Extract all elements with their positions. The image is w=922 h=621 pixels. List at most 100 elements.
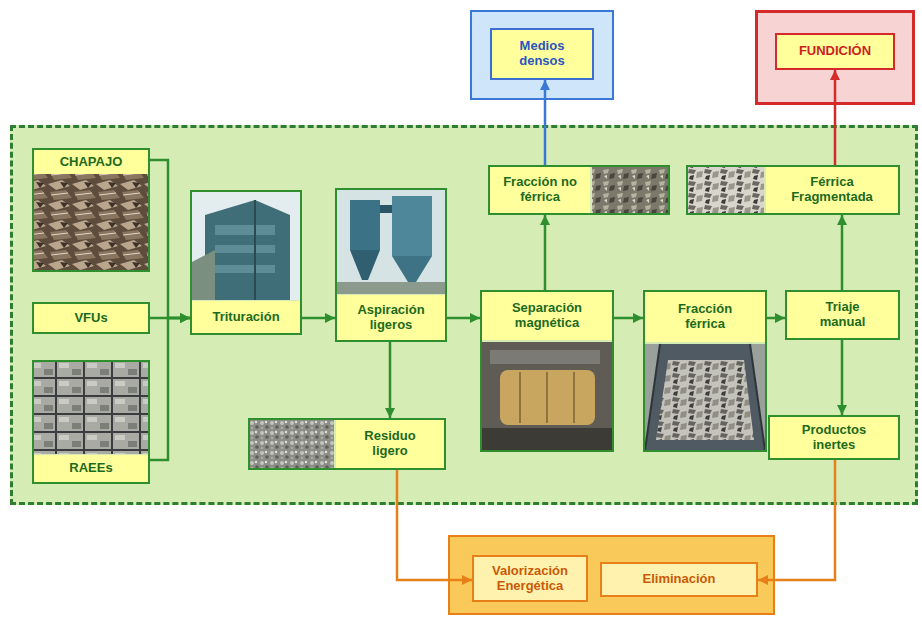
node-label: Fracción no férrica xyxy=(493,175,587,205)
ferrous-belt-photo xyxy=(750,344,765,450)
shredder-photo xyxy=(254,200,256,300)
nonferrous-photo xyxy=(592,167,668,213)
process-box: Aspiración ligeros xyxy=(335,188,447,342)
scrap-photo xyxy=(34,174,148,270)
text-area: Medios densos xyxy=(492,30,592,78)
output-box: Eliminación xyxy=(600,562,758,597)
fraction-box: Fracción no férrica xyxy=(488,165,670,215)
flow-arrow xyxy=(758,460,835,580)
fraction-box: Productos inertes xyxy=(768,415,900,460)
shredder-photo xyxy=(192,192,300,300)
text-area: Valorización Energética xyxy=(474,557,586,600)
process-box: Triaje manual xyxy=(785,290,900,340)
node-label: Residuo ligero xyxy=(348,429,432,459)
cyclone-photo xyxy=(350,200,380,250)
flow-arrow xyxy=(389,342,392,418)
flow-arrow xyxy=(544,215,547,290)
process-box: Trituración xyxy=(190,190,302,335)
text-area: Trituración xyxy=(192,301,300,333)
input-box: RAEEs xyxy=(32,360,150,484)
magnet-photo xyxy=(500,370,595,425)
node-label: Separación magnética xyxy=(485,301,609,331)
ferrous-belt-photo xyxy=(645,344,765,450)
text-area: Férrica Fragmentada xyxy=(766,167,898,213)
ferrous-belt-photo xyxy=(645,344,660,450)
shredder-photo xyxy=(192,192,300,300)
process-box: Separación magnética xyxy=(480,290,614,452)
text-area: RAEEs xyxy=(34,455,148,482)
shredder-photo xyxy=(215,245,275,253)
flow-arrow xyxy=(150,160,190,318)
node-label: CHAPAJO xyxy=(60,155,123,170)
cyclone-photo xyxy=(392,256,432,282)
text-area: Residuo ligero xyxy=(336,420,444,468)
text-area: CHAPAJO xyxy=(34,150,148,174)
flow-arrow xyxy=(302,317,335,320)
output-box: FUNDICIÓN xyxy=(775,33,895,70)
magnet-photo xyxy=(519,372,521,423)
magnet-photo xyxy=(482,428,612,450)
fraction-box: Férrica Fragmentada xyxy=(686,165,900,215)
flow-arrow xyxy=(841,340,844,415)
node-label: FUNDICIÓN xyxy=(799,44,871,59)
node-label: Aspiración ligeros xyxy=(340,303,442,333)
cyclone-photo xyxy=(380,205,392,213)
node-label: RAEEs xyxy=(69,461,112,476)
flow-arrow xyxy=(841,215,844,290)
magnet-photo xyxy=(490,350,600,364)
node-label: Valorización Energética xyxy=(477,564,583,594)
node-label: Férrica Fragmentada xyxy=(776,175,888,205)
weee-photo xyxy=(34,362,148,454)
text-area: Productos inertes xyxy=(770,417,898,458)
fraction-box: Residuo ligero xyxy=(248,418,446,470)
magnet-photo xyxy=(482,342,612,450)
fragmented-photo xyxy=(688,167,764,213)
shredder-photo xyxy=(215,265,275,273)
flow-arrow xyxy=(614,317,643,320)
flow-arrow xyxy=(834,70,837,165)
flow-arrow xyxy=(150,318,190,460)
fragmented-photo xyxy=(688,167,764,213)
node-label: Medios densos xyxy=(506,39,578,69)
magnet-photo xyxy=(482,342,612,450)
ferrous-belt-photo xyxy=(656,360,754,440)
light-residue-photo xyxy=(250,420,334,468)
cyclone-photo xyxy=(337,190,445,294)
cyclone-photo xyxy=(392,196,432,256)
light-residue-photo xyxy=(250,420,334,468)
text-area: VFUs xyxy=(34,304,148,332)
shredder-photo xyxy=(205,200,290,300)
flow-arrow xyxy=(397,470,472,580)
magnet-photo xyxy=(573,372,575,423)
weee-photo xyxy=(34,362,148,454)
scrap-photo xyxy=(34,174,148,270)
ferrous-belt-photo xyxy=(645,344,765,450)
flow-arrow xyxy=(767,317,785,320)
magnet-photo xyxy=(546,372,548,423)
text-area: Separación magnética xyxy=(482,292,612,340)
nonferrous-photo xyxy=(592,167,668,213)
text-area: Fracción no férrica xyxy=(490,167,590,213)
output-box: Medios densos xyxy=(490,28,594,80)
node-label: Triaje manual xyxy=(809,300,876,330)
cyclone-photo xyxy=(337,282,445,294)
input-box: CHAPAJO xyxy=(32,148,150,272)
flow-arrow xyxy=(447,317,480,320)
flow-arrow xyxy=(544,80,547,165)
cyclone-photo xyxy=(337,190,445,294)
cyclone-photo xyxy=(350,250,380,280)
input-box: VFUs xyxy=(32,302,150,334)
text-area: Aspiración ligeros xyxy=(337,295,445,340)
node-label: Productos inertes xyxy=(792,423,876,453)
text-area: Triaje manual xyxy=(787,292,898,338)
text-area: FUNDICIÓN xyxy=(777,35,893,68)
node-label: VFUs xyxy=(74,311,107,326)
shredder-photo xyxy=(192,250,215,300)
fraction-box: Fracción férrica xyxy=(643,290,767,452)
node-label: Trituración xyxy=(212,310,279,325)
text-area: Fracción férrica xyxy=(645,292,765,342)
node-label: Fracción férrica xyxy=(659,302,751,332)
text-area: Eliminación xyxy=(602,564,756,595)
ferrous-belt-photo xyxy=(645,344,765,450)
